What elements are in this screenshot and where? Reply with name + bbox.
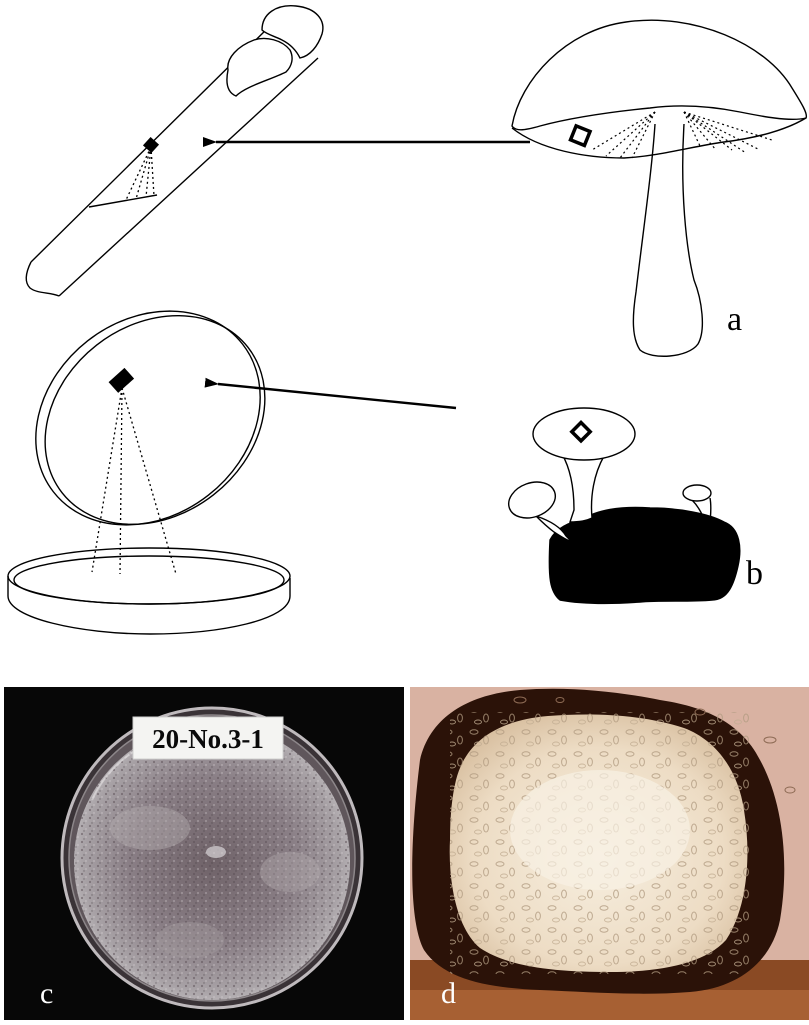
petri-base-inner — [14, 556, 284, 604]
photo-micrograph — [410, 687, 809, 1020]
tissue-block-tube — [144, 138, 158, 152]
agar-slant — [89, 195, 157, 207]
plug-edge — [227, 38, 292, 96]
mushroom-fruiting-body — [512, 20, 806, 356]
petri-base — [8, 576, 290, 634]
label-a: a — [727, 301, 742, 338]
tube-bottom — [26, 262, 59, 296]
petri-dish-setup — [0, 267, 306, 634]
gill-tissue-sample — [571, 126, 591, 146]
left-cup — [504, 476, 561, 524]
petri-lid — [0, 267, 303, 569]
mushroom-cap — [512, 20, 806, 130]
label-c: c — [40, 977, 53, 1010]
label-b: b — [746, 555, 763, 592]
mushroom-stipe — [633, 124, 702, 356]
photo-culture-plate: 20-No.3-1 — [4, 687, 404, 1020]
right-cup — [683, 485, 711, 501]
cup-fungus-on-substrate — [504, 408, 740, 603]
label-d: d — [441, 977, 456, 1010]
test-tube-culture — [26, 6, 323, 296]
tube-wall-right — [59, 58, 318, 296]
plate-label: 20-No.3-1 — [152, 724, 264, 754]
